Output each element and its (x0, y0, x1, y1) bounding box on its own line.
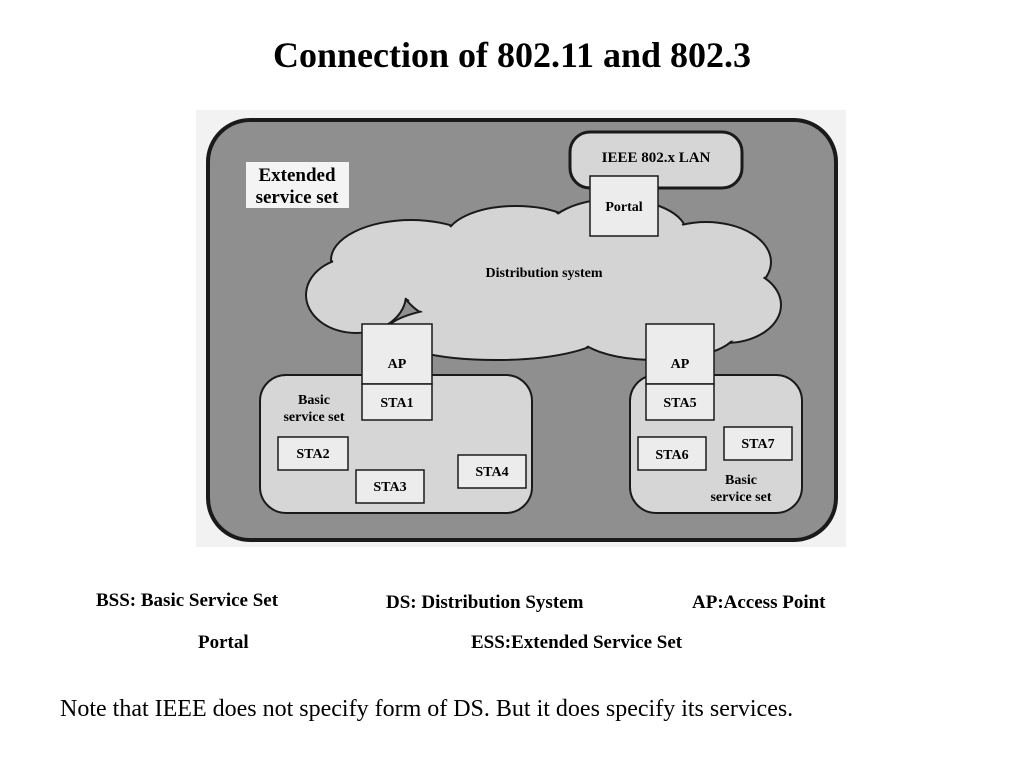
note-text: Note that IEEE does not specify form of … (60, 696, 794, 722)
portal-label: Portal (605, 200, 642, 215)
sta5-label: STA5 (663, 396, 696, 411)
sta7-box (723, 426, 793, 461)
bss-left-label-line2: service set (283, 410, 344, 425)
ap-right-label: AP (671, 357, 690, 372)
sta4-label: STA4 (475, 465, 508, 480)
sta7-label: STA7 (741, 437, 774, 452)
ess-label-box (246, 162, 349, 208)
ap-right-box (645, 323, 715, 385)
ap-left-label: AP (388, 357, 407, 372)
sta1-box (361, 383, 433, 421)
sta5-box (645, 383, 715, 421)
legend-ess: ESS:Extended Service Set (471, 632, 683, 653)
sta3-label: STA3 (373, 480, 406, 495)
distribution-system-cloud (305, 198, 782, 361)
slide-title: Connection of 802.11 and 802.3 (272, 35, 752, 75)
legend-ap: AP:Access Point (692, 592, 826, 613)
sta2-label: STA2 (296, 447, 329, 462)
sta3-box (355, 469, 425, 504)
bss-right-label-line2: service set (710, 490, 771, 505)
ess-diagram: Extended service set IEEE 802.x LAN (196, 110, 846, 547)
ap-left-box (361, 323, 433, 385)
sta4-box (457, 454, 527, 489)
portal-box (589, 175, 659, 237)
legend-bss: BSS: Basic Service Set (96, 590, 279, 611)
sta6-label: STA6 (655, 448, 688, 463)
bss-right-label-line1: Basic (725, 473, 757, 488)
legend-ds: DS: Distribution System (386, 592, 584, 613)
distribution-system-label: Distribution system (485, 266, 602, 281)
sta1-label: STA1 (380, 396, 413, 411)
ess-label-line1: Extended (258, 165, 336, 186)
ess-label-line2: service set (256, 187, 339, 208)
legend-portal: Portal (198, 632, 249, 653)
ess-diagram-svg: Extended service set IEEE 802.x LAN (206, 118, 838, 542)
ieee-lan-label: IEEE 802.x LAN (602, 150, 711, 166)
bss-left-label-line1: Basic (298, 393, 330, 408)
sta6-box (637, 436, 707, 471)
sta2-box (277, 436, 349, 471)
